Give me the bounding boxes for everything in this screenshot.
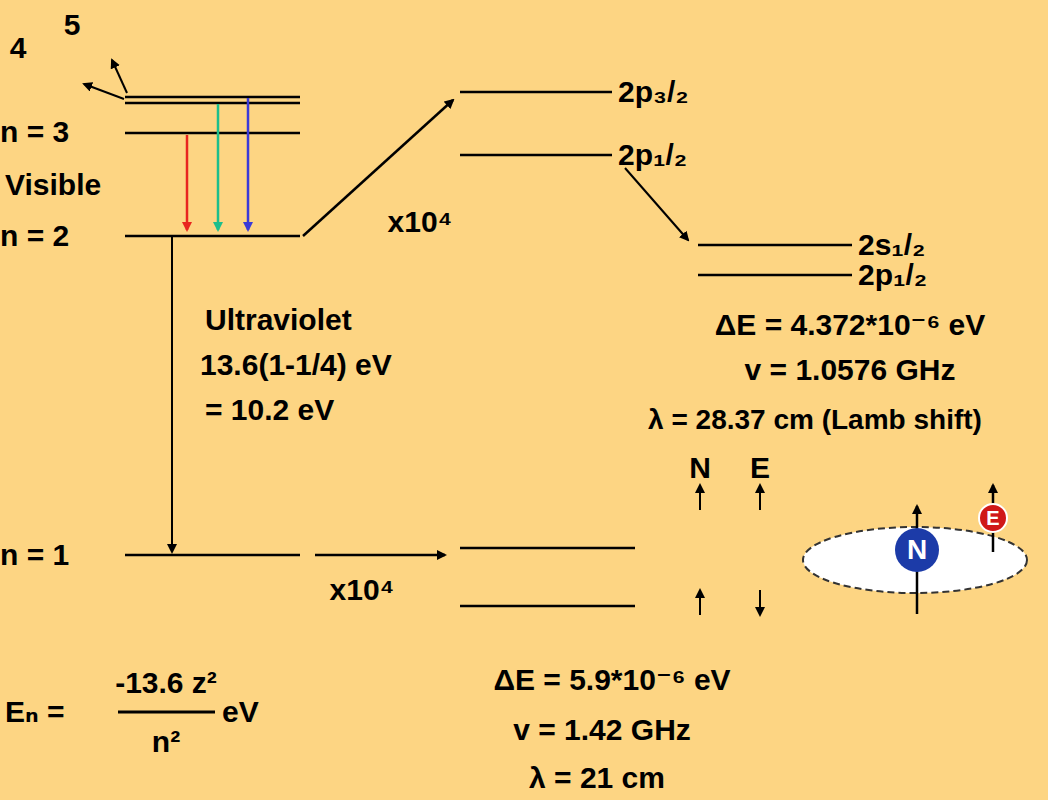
text-label: 2p₁/₂ [618, 138, 687, 173]
spin-arrow [699, 590, 701, 615]
text-label: -13.6 z² [115, 666, 217, 701]
level-line [125, 235, 300, 238]
leader-arrow [84, 84, 124, 99]
text-label: v = 1.42 GHz [513, 713, 691, 748]
transition-arrow [247, 98, 250, 230]
text-label: = 10.2 eV [205, 393, 334, 428]
text-label: E [750, 451, 770, 486]
node-text: E [986, 508, 999, 528]
nucleus-circle: N [895, 528, 939, 572]
leader-arrow [112, 60, 127, 93]
level-line [460, 605, 635, 608]
electron-circle: E [978, 503, 1008, 533]
fraction-bar [118, 711, 215, 714]
text-label: Eₙ = [5, 695, 65, 730]
text-label: ΔE = 4.372*10⁻⁶ eV [715, 308, 986, 343]
text-label: λ = 21 cm [529, 761, 665, 796]
transition-arrow [186, 135, 189, 230]
text-label: λ = 28.37 cm (Lamb shift) [648, 404, 982, 436]
level-line [125, 554, 300, 557]
zoom-arrow [315, 554, 445, 557]
text-label: N [689, 451, 711, 486]
text-label: n = 2 [0, 219, 69, 254]
text-label: 4 [10, 31, 27, 66]
node-text: N [907, 536, 927, 564]
text-label: 2s₁/₂ [858, 228, 925, 263]
level-line [460, 91, 612, 94]
text-label: 13.6(1-1/4) eV [200, 348, 392, 383]
text-label: 2p₃/₂ [618, 75, 689, 110]
text-label: v = 1.0576 GHz [745, 353, 956, 388]
level-line [460, 154, 612, 157]
text-label: 2p₁/₂ [858, 258, 927, 293]
spin-arrow [759, 485, 761, 510]
transition-arrow [217, 104, 220, 230]
level-line [125, 96, 300, 99]
level-line [125, 102, 300, 105]
text-label: x10⁴ [330, 573, 395, 608]
level-line [698, 244, 852, 247]
text-label: 5 [64, 8, 81, 43]
text-label: Ultraviolet [205, 303, 352, 338]
text-label: x10⁴ [388, 205, 453, 240]
spin-arrow [759, 590, 761, 615]
text-label: n = 3 [0, 115, 69, 150]
text-label: ΔE = 5.9*10⁻⁶ eV [493, 663, 730, 698]
spin-arrow [699, 485, 701, 510]
transition-arrow [171, 236, 173, 552]
text-label: eV [222, 695, 259, 730]
shift-arrow [625, 168, 688, 240]
text-label: n = 1 [0, 538, 69, 573]
level-line [460, 547, 635, 550]
level-line [698, 274, 852, 277]
text-label: Visible [5, 168, 101, 203]
level-line [125, 132, 300, 135]
text-label: n² [152, 725, 180, 760]
